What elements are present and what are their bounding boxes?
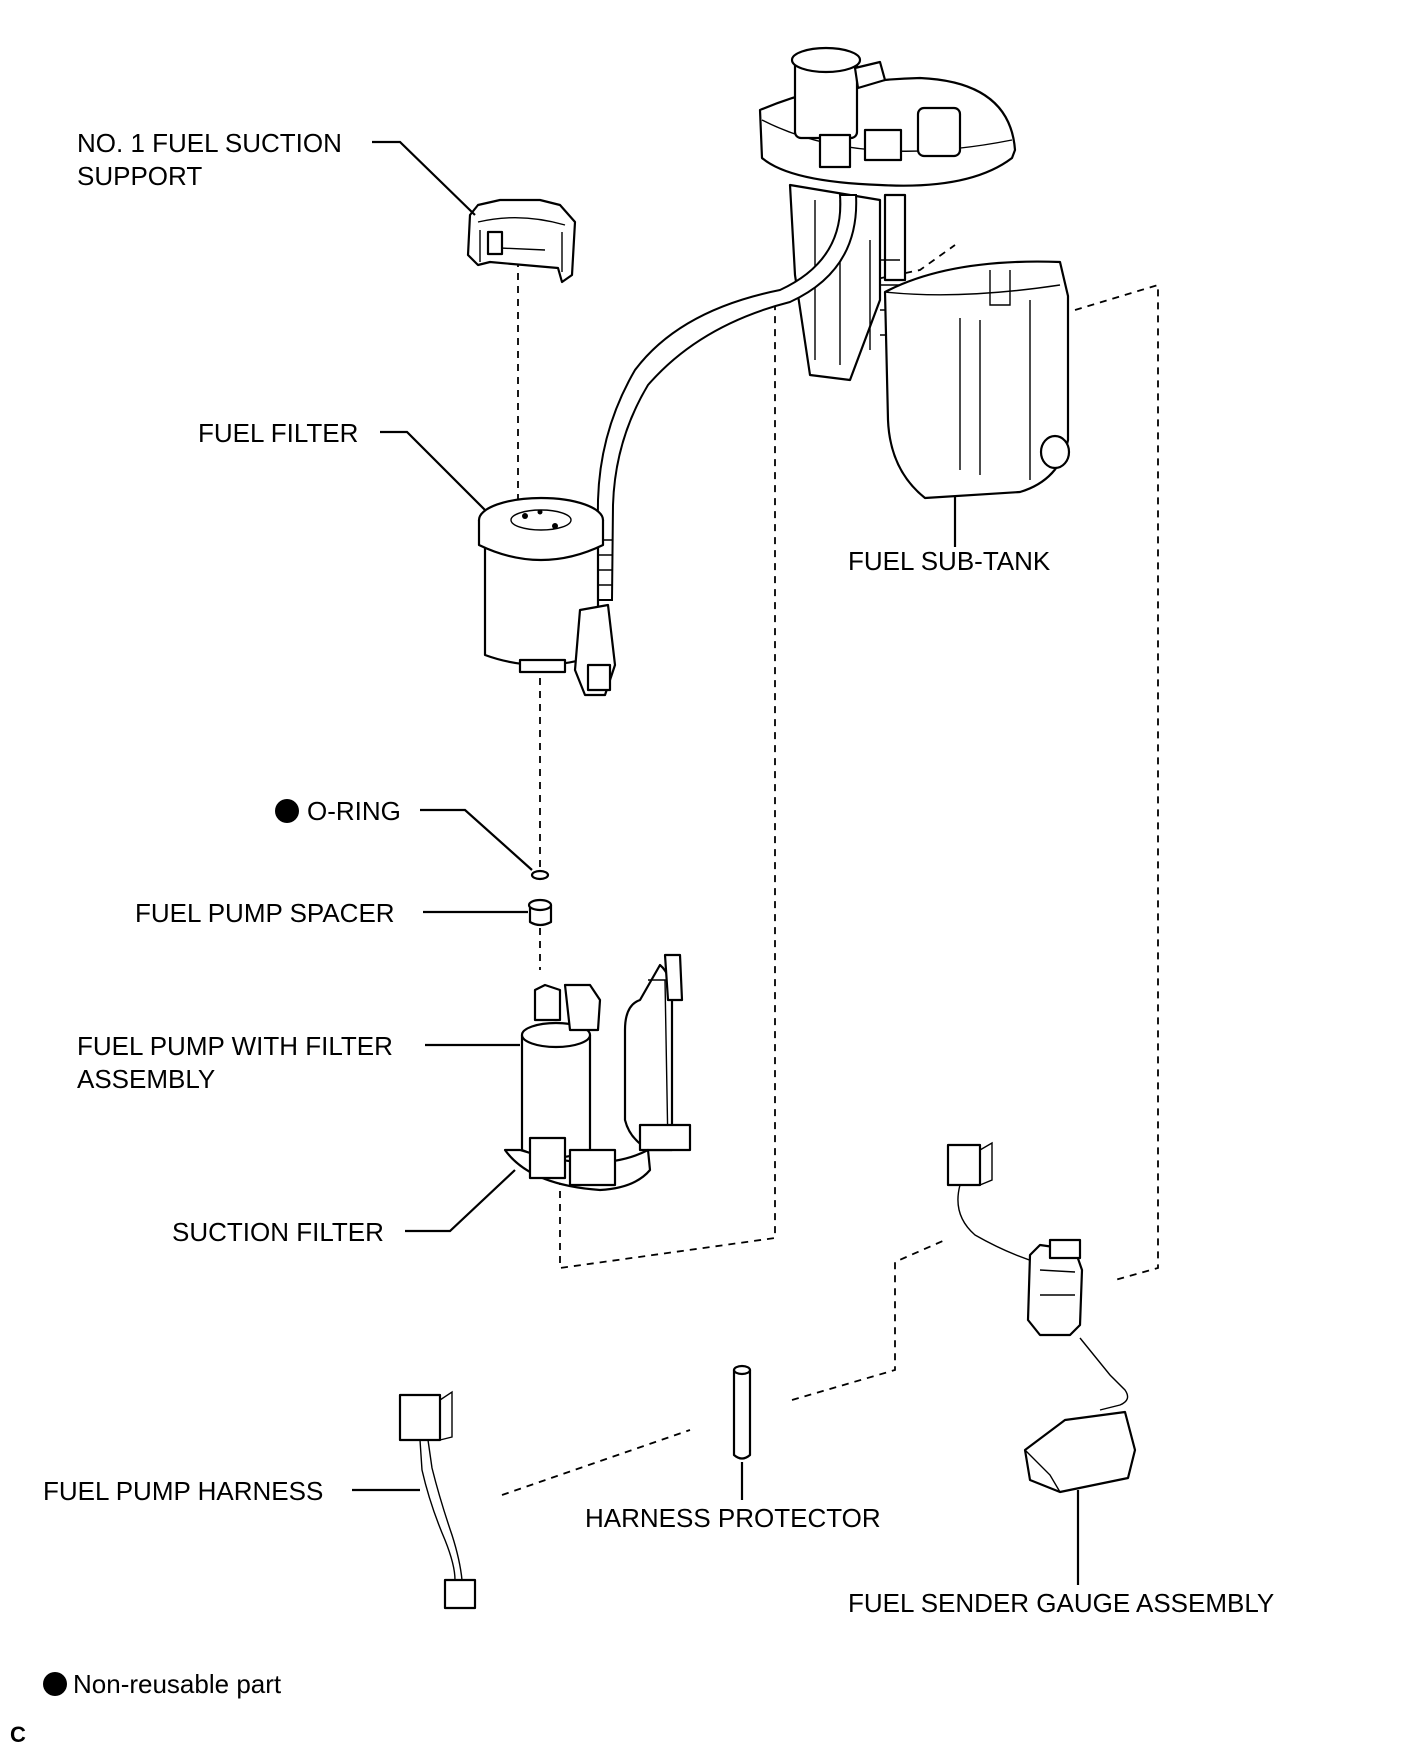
fuel-filter-part	[477, 496, 617, 697]
leader-suction-filter	[405, 1169, 516, 1233]
corner-mark: C	[10, 1722, 26, 1747]
leader-lines	[352, 140, 1080, 1585]
part-labels: NO. 1 FUEL SUCTION SUPPORT FUEL FILTER F…	[43, 128, 1274, 1618]
leader-suction-support	[372, 140, 476, 216]
legend: Non-reusable part	[43, 1669, 282, 1699]
label-fuel-sender-gauge-assembly: FUEL SENDER GAUGE ASSEMBLY	[848, 1588, 1274, 1618]
fuel-sender-gauge-part	[946, 1141, 1137, 1494]
fuel-hose	[595, 194, 858, 601]
fuel-pump-harness-part	[398, 1390, 477, 1610]
fuel-sub-tank-part	[883, 260, 1071, 500]
fuel-pump-spacer-part	[527, 898, 553, 927]
legend-filled-circle-icon	[43, 1672, 67, 1696]
leader-fuel-filter	[380, 430, 486, 511]
label-fuel-pump-harness: FUEL PUMP HARNESS	[43, 1476, 323, 1506]
label-fuel-pump-assembly-line2: ASSEMBLY	[77, 1064, 215, 1094]
fuel-suction-support-part	[466, 198, 577, 284]
non-reusable-marker-icon	[275, 799, 299, 823]
label-o-ring: O-RING	[307, 796, 401, 826]
label-fuel-suction-support-line2: SUPPORT	[77, 161, 202, 191]
legend-text: Non-reusable part	[73, 1669, 282, 1699]
leader-o-ring	[420, 808, 533, 871]
label-fuel-suction-support-line1: NO. 1 FUEL SUCTION	[77, 128, 342, 158]
label-fuel-sub-tank: FUEL SUB-TANK	[848, 546, 1051, 576]
label-fuel-pump-spacer: FUEL PUMP SPACER	[135, 898, 395, 928]
harness-protector-part	[732, 1364, 752, 1460]
fuel-pump-main-housing	[758, 46, 1017, 382]
label-suction-filter: SUCTION FILTER	[172, 1217, 384, 1247]
o-ring-part	[530, 869, 550, 881]
assembly-guide-lines	[501, 244, 1159, 1496]
label-fuel-filter: FUEL FILTER	[198, 418, 358, 448]
label-harness-protector: HARNESS PROTECTOR	[585, 1503, 881, 1533]
label-fuel-pump-assembly-line1: FUEL PUMP WITH FILTER	[77, 1031, 393, 1061]
fuel-pump-assembly-part	[503, 953, 692, 1192]
